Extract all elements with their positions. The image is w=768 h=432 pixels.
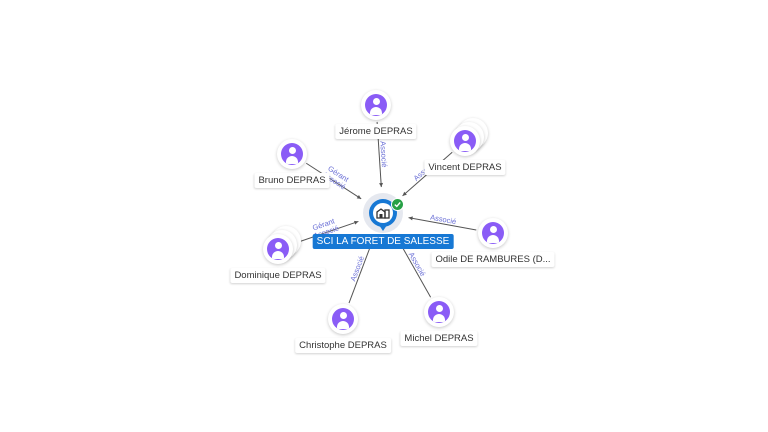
edge-line xyxy=(408,217,477,231)
person-circle xyxy=(263,234,293,264)
person-circle xyxy=(328,304,358,334)
person-icon xyxy=(482,222,504,244)
person-label: Michel DEPRAS xyxy=(400,331,478,346)
person-circle xyxy=(361,90,391,120)
person-icon xyxy=(332,308,354,330)
person-label: Christophe DEPRAS xyxy=(295,338,391,353)
person-icon xyxy=(281,143,303,165)
person-icon xyxy=(365,94,387,116)
person-label: Dominique DEPRAS xyxy=(230,268,326,283)
edge-line xyxy=(293,220,359,244)
person-icon xyxy=(267,238,289,260)
edge-arrowhead xyxy=(402,191,407,196)
person-icon xyxy=(454,130,476,152)
check-icon xyxy=(391,198,404,211)
edge-arrowhead xyxy=(356,195,362,199)
person-icon xyxy=(428,301,450,323)
person-label: Odile DE RAMBURES (D... xyxy=(431,252,555,267)
edge-line xyxy=(305,162,362,200)
person-label: Bruno DEPRAS xyxy=(254,173,330,188)
edge-arrowhead xyxy=(353,220,359,225)
company-label: SCI LA FORET DE SALESSE xyxy=(312,234,454,249)
edge-role-label: Associé xyxy=(348,255,366,283)
person-circle xyxy=(424,297,454,327)
person-circle xyxy=(478,218,508,248)
person-circle xyxy=(450,126,480,156)
person-label: Jérome DEPRAS xyxy=(335,124,417,139)
person-label: Vincent DEPRAS xyxy=(424,160,506,175)
building-icon xyxy=(376,208,390,219)
edge-arrowhead xyxy=(379,182,384,188)
edge-role-label: Associé xyxy=(378,141,389,168)
edge-arrowhead xyxy=(408,216,413,221)
person-circle xyxy=(277,139,307,169)
